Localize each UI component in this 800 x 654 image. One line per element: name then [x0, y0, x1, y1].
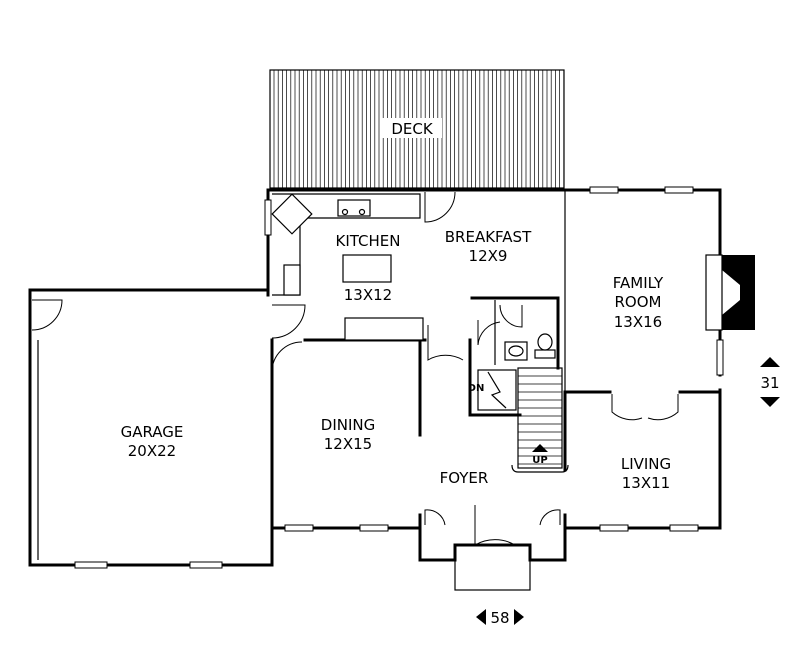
stairs: UP DN	[468, 367, 569, 473]
window	[664, 186, 694, 194]
basement-stair	[477, 369, 517, 411]
doors	[31, 191, 679, 546]
breakfast-name: BREAKFAST	[445, 228, 532, 246]
front-sidelight-left	[424, 509, 446, 526]
deck-label: DECK	[391, 120, 434, 138]
window	[716, 339, 724, 376]
stair-down-label: DN	[468, 383, 485, 394]
width-arrow-right	[514, 609, 524, 625]
living-french-door-right	[647, 394, 679, 421]
bath-door	[477, 320, 501, 346]
front-stoop	[454, 544, 531, 591]
burner	[358, 208, 366, 216]
living-name: LIVING	[621, 455, 671, 473]
up-arrow	[532, 444, 548, 452]
front-sidelight-right	[539, 509, 561, 526]
stair-run	[517, 367, 563, 469]
walls	[28, 188, 722, 591]
living-french-door-left	[611, 394, 643, 421]
pantry-door	[499, 304, 523, 328]
room-labels: KITCHEN 13X12 BREAKFAST 12X9 FAMILY ROOM…	[121, 228, 672, 492]
refrigerator	[283, 264, 301, 296]
stair-rail-end	[511, 464, 569, 473]
stair-break	[487, 371, 507, 409]
toilet-tank	[534, 349, 556, 359]
stair-up-label: UP	[532, 455, 547, 466]
garage-size: 20X22	[128, 442, 176, 460]
stair-treads	[518, 375, 562, 465]
depth-value: 31	[760, 374, 779, 392]
width-value: 58	[490, 609, 509, 627]
wall-entry	[418, 513, 567, 562]
kitchen-fixtures	[271, 193, 424, 341]
dimension-depth: 31	[760, 357, 780, 407]
kitchen-island	[342, 254, 392, 283]
kitchen-size: 13X12	[344, 286, 392, 304]
family-room-name-line2: ROOM	[615, 293, 662, 311]
dining-name: DINING	[321, 416, 375, 434]
sink	[271, 193, 313, 235]
hearth	[705, 254, 723, 331]
deck-label-bg	[382, 118, 442, 138]
bath-sink-basin	[508, 345, 524, 357]
toilet-bowl	[537, 333, 553, 351]
living-size: 13X11	[622, 474, 670, 492]
family-room-name-line1: FAMILY	[613, 274, 664, 292]
deck-door	[424, 191, 456, 223]
hall-door	[427, 325, 464, 361]
burner	[341, 208, 349, 216]
breakfast-size: 12X9	[469, 247, 508, 265]
window	[189, 561, 223, 569]
window	[669, 524, 699, 532]
fireplace	[705, 254, 755, 331]
depth-arrow-up	[760, 357, 780, 367]
window	[599, 524, 629, 532]
family-room-size: 13X16	[614, 313, 662, 331]
window	[264, 199, 272, 236]
window	[74, 561, 108, 569]
bath-fixtures	[504, 333, 556, 361]
foyer-name: FOYER	[440, 469, 489, 487]
desk-counter	[344, 317, 424, 341]
window	[284, 524, 314, 532]
front-door	[474, 505, 516, 546]
chimney	[722, 255, 755, 330]
deck: DECK	[269, 69, 565, 189]
wall-stair-left	[468, 338, 522, 417]
width-arrow-left	[476, 609, 486, 625]
dining-size: 12X15	[324, 435, 372, 453]
garage-entry-door	[271, 304, 306, 339]
depth-arrow-down	[760, 397, 780, 407]
kitchen-name: KITCHEN	[336, 232, 401, 250]
window	[359, 524, 389, 532]
dining-door	[271, 341, 303, 373]
garage-name: GARAGE	[121, 423, 184, 441]
windows	[74, 186, 724, 569]
wall-bath	[470, 296, 560, 370]
dimension-width: 58	[476, 609, 524, 627]
garage-side-door	[31, 299, 63, 331]
window	[589, 186, 619, 194]
